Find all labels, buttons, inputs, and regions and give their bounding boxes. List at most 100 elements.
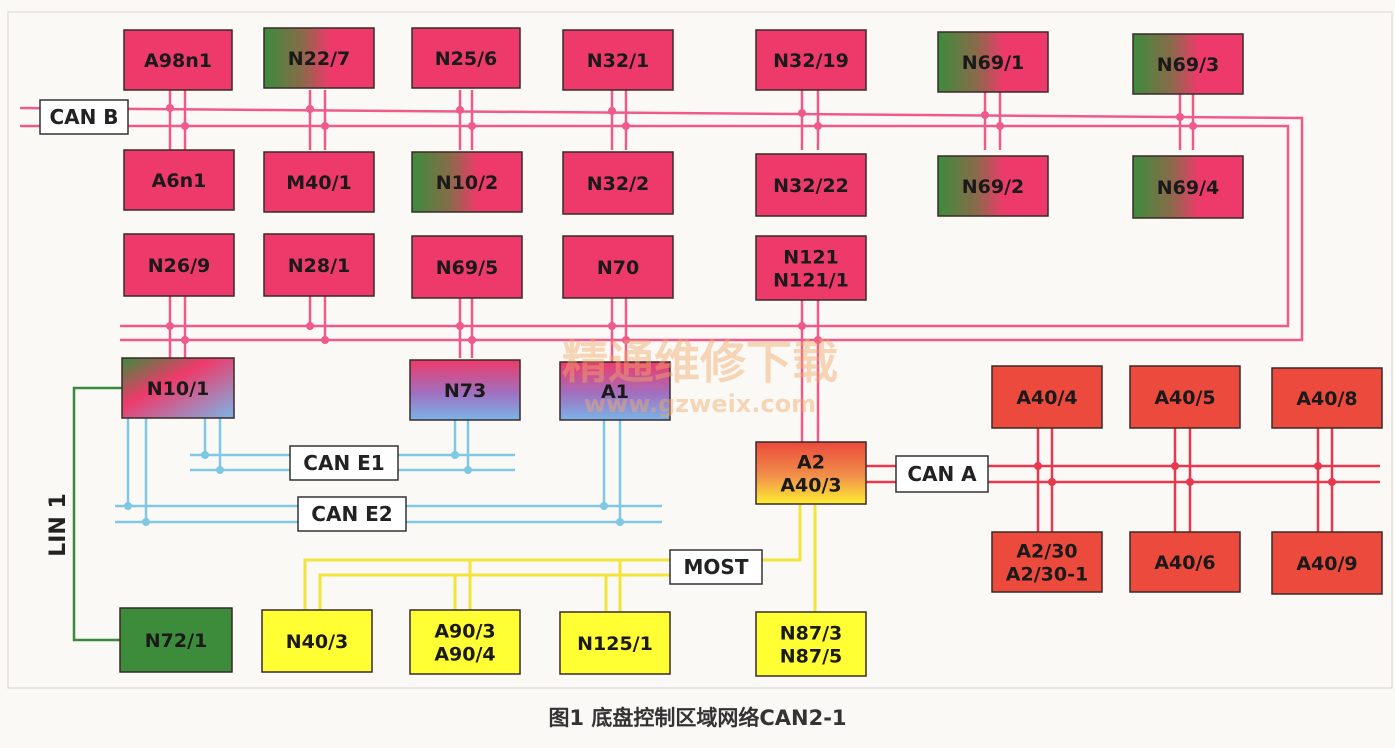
node-label: M40/1 bbox=[286, 172, 352, 194]
node-n70: N70 bbox=[562, 235, 674, 299]
node-box bbox=[755, 611, 867, 677]
node-box bbox=[263, 233, 375, 297]
bus-label-text: CAN E1 bbox=[303, 451, 384, 475]
node-label: N69/3 bbox=[1157, 54, 1220, 76]
node-n69-5: N69/5 bbox=[411, 235, 523, 299]
node-label: N32/22 bbox=[773, 175, 849, 197]
can-e-junctions bbox=[124, 451, 624, 526]
node-box bbox=[409, 609, 521, 675]
node-n25-6: N25/6 bbox=[411, 27, 521, 89]
lin-bus bbox=[72, 386, 122, 642]
node-label: N69/4 bbox=[1157, 177, 1220, 199]
node-n69-3: N69/3 bbox=[1132, 33, 1244, 95]
frame bbox=[7, 11, 1393, 689]
bus-label-text: CAN B bbox=[49, 105, 118, 129]
node-label: A6n1 bbox=[152, 170, 207, 192]
node-label: N72/1 bbox=[145, 630, 208, 652]
node-label: A98n1 bbox=[144, 50, 212, 72]
node-box bbox=[991, 531, 1103, 593]
node-label: A40/9 bbox=[1296, 553, 1357, 575]
can-a-junctions bbox=[1034, 462, 1336, 486]
node-box bbox=[1271, 367, 1383, 429]
bus-label-text: CAN A bbox=[907, 462, 977, 486]
node-box bbox=[263, 151, 375, 213]
node-box bbox=[1271, 531, 1383, 595]
watermark-url: www.gzweix.com bbox=[584, 390, 816, 418]
node-label: A2/30 bbox=[1016, 540, 1077, 562]
node-n10-1: N10/1 bbox=[121, 357, 235, 419]
node-label: N70 bbox=[597, 257, 639, 279]
node-box bbox=[261, 609, 373, 673]
node-a40-5: A40/5 bbox=[1129, 365, 1241, 429]
node-label: A2/30-1 bbox=[1006, 563, 1088, 585]
node-label: A40/5 bbox=[1154, 387, 1215, 409]
node-n40-3: N40/3 bbox=[261, 609, 373, 673]
bus-label-most: MOST bbox=[669, 549, 763, 585]
node-label: A1 bbox=[601, 381, 629, 403]
node-n26-9: N26/9 bbox=[123, 233, 235, 297]
bus-label-can-b: CAN B bbox=[39, 99, 129, 135]
can-b-bus bbox=[19, 90, 1304, 442]
node-n32-1: N32/1 bbox=[562, 29, 674, 91]
node-n69-1: N69/1 bbox=[937, 31, 1049, 93]
watermark: 精通维修下载 www.gzweix.com bbox=[562, 335, 838, 418]
bus-label-text: CAN E2 bbox=[311, 502, 392, 526]
node-label: N32/19 bbox=[773, 50, 849, 72]
node-box bbox=[1129, 531, 1241, 593]
node-label: A40/4 bbox=[1016, 387, 1077, 409]
node-label: N125/1 bbox=[577, 633, 653, 655]
node-n125-1: N125/1 bbox=[559, 611, 671, 675]
node-box bbox=[409, 359, 521, 421]
node-n22-7: N22/7 bbox=[263, 27, 375, 89]
node-box bbox=[411, 151, 523, 213]
node-m40-1: M40/1 bbox=[263, 151, 375, 213]
node-box bbox=[991, 365, 1103, 429]
bus-label-text: LIN 1 bbox=[46, 493, 71, 557]
node-box bbox=[755, 29, 867, 91]
node-box bbox=[1132, 155, 1244, 219]
node-box bbox=[937, 31, 1049, 93]
node-n28-1: N28/1 bbox=[263, 233, 375, 297]
node-label: N32/2 bbox=[587, 173, 650, 195]
node-n32-19: N32/19 bbox=[755, 29, 867, 91]
node-box bbox=[119, 607, 233, 673]
node-box bbox=[559, 611, 671, 675]
node-label: N25/6 bbox=[435, 48, 498, 70]
node-label: A40/3 bbox=[780, 474, 841, 496]
node-a40-4: A40/4 bbox=[991, 365, 1103, 429]
node-label: N28/1 bbox=[288, 255, 351, 277]
node-box bbox=[411, 27, 521, 89]
figure-caption: 图1 底盘控制区域网络CAN2-1 bbox=[548, 706, 847, 730]
node-a1: A1 bbox=[559, 361, 671, 421]
node-n69-4: N69/4 bbox=[1132, 155, 1244, 219]
bus-label-can-a: CAN A bbox=[895, 455, 989, 493]
node-box bbox=[123, 149, 235, 211]
node-label: A40/6 bbox=[1154, 552, 1215, 574]
node-box bbox=[562, 151, 674, 215]
node-a40-9: A40/9 bbox=[1271, 531, 1383, 595]
node-label: N121/1 bbox=[773, 269, 849, 291]
node-box bbox=[559, 361, 671, 421]
node-n72-1: N72/1 bbox=[119, 607, 233, 673]
node-box bbox=[937, 155, 1049, 217]
bus-label-can-e2: CAN E2 bbox=[297, 496, 407, 532]
bus-label-can-e1: CAN E1 bbox=[289, 445, 399, 481]
bus-label-text: MOST bbox=[684, 555, 749, 579]
node-box bbox=[1132, 33, 1244, 95]
node-label: N10/2 bbox=[436, 172, 499, 194]
node-box bbox=[755, 235, 867, 301]
node-label: N69/1 bbox=[962, 52, 1025, 74]
node-label: A90/3 bbox=[434, 620, 495, 642]
node-n32-2: N32/2 bbox=[562, 151, 674, 215]
node-box bbox=[121, 357, 235, 419]
node-label: N40/3 bbox=[286, 631, 349, 653]
node-label: N69/5 bbox=[436, 257, 499, 279]
node-label: N22/7 bbox=[288, 48, 351, 70]
node-box bbox=[562, 29, 674, 91]
node-a40-6: A40/6 bbox=[1129, 531, 1241, 593]
